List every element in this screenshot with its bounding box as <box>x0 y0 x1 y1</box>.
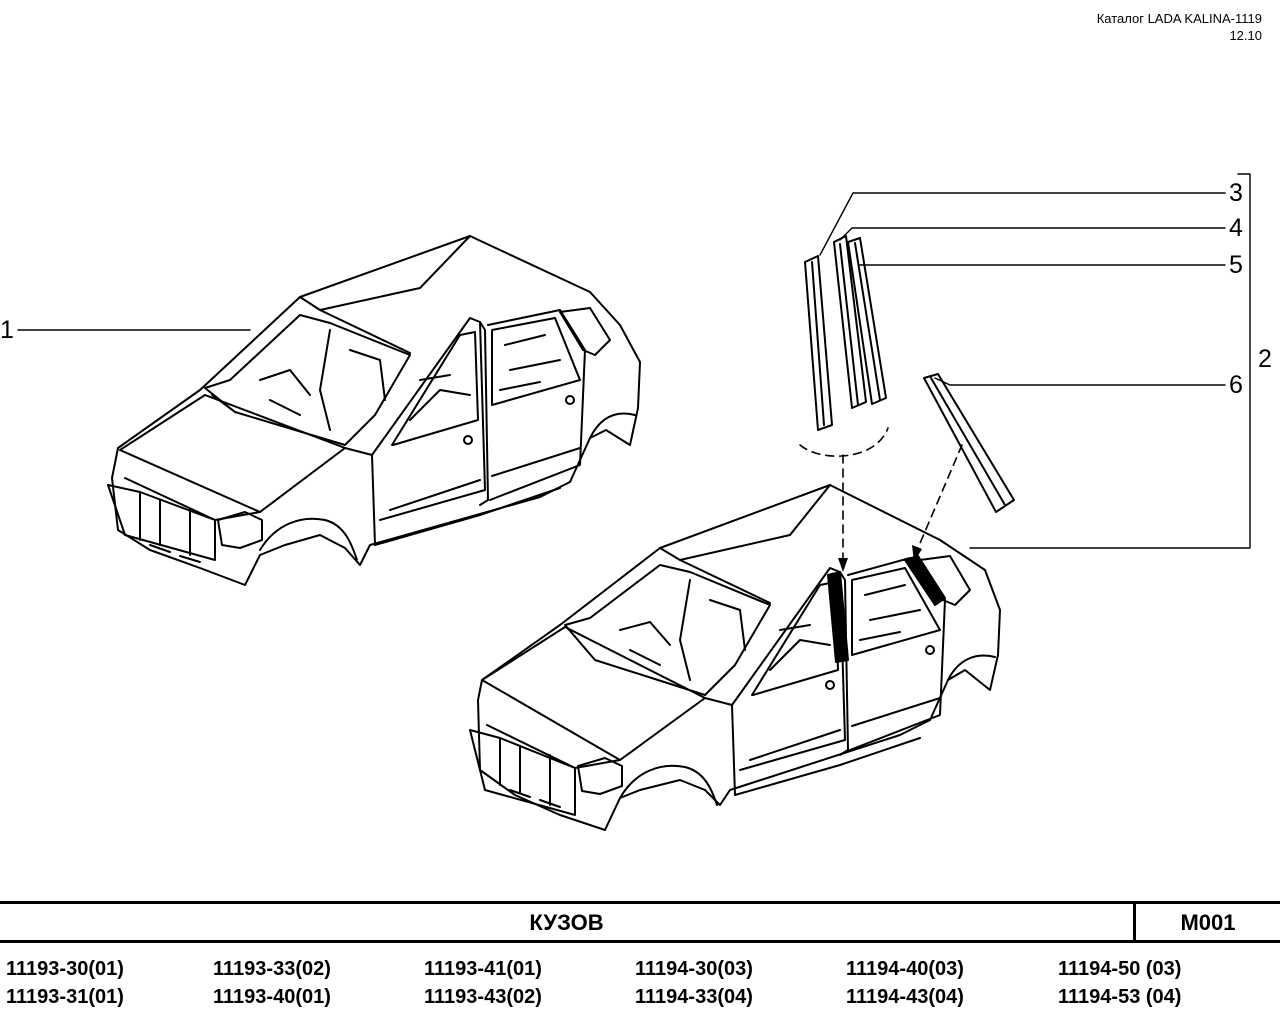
callout-6: 6 <box>1229 371 1243 399</box>
assembly-arrows <box>799 427 963 561</box>
model-code: 11194-53 (04) <box>1058 986 1182 1008</box>
catalog-title: Каталог LADA KALINA-1119 <box>1096 11 1262 26</box>
section-title: КУЗОВ <box>529 910 604 935</box>
model-code: 11194-30(03) <box>635 958 753 980</box>
model-column-1: 11193-30(01) 11193-31(01) <box>6 955 124 1011</box>
callout-4: 4 <box>1229 214 1243 242</box>
body-illustration <box>17 173 1251 831</box>
model-code: 11194-40(03) <box>846 958 964 980</box>
callout-5: 5 <box>1229 251 1243 279</box>
catalog-edition: 12.10 <box>1229 28 1262 43</box>
callout-1: 1 <box>0 316 14 344</box>
model-code: 11194-50 (03) <box>1058 958 1182 980</box>
leader-lines <box>17 173 1251 549</box>
model-column-3: 11193-41(01) 11193-43(02) <box>424 955 542 1011</box>
model-column-2: 11193-33(02) 11193-40(01) <box>213 955 331 1011</box>
section-code: M001 <box>1180 910 1236 935</box>
catalog-header: Каталог LADA KALINA-1119 12.10 <box>1097 10 1262 44</box>
model-code: 11193-33(02) <box>213 958 331 980</box>
car-body-2-drawing <box>469 484 1001 831</box>
model-column-6: 11194-50 (03) 11194-53 (04) <box>1058 955 1181 1011</box>
model-code: 11194-43(04) <box>846 986 964 1008</box>
model-codes: 11193-30(01) 11193-31(01) 11193-33(02) 1… <box>0 955 1280 1015</box>
section-title-band: КУЗОВ M001 <box>0 901 1280 943</box>
model-code: 11194-33(04) <box>635 986 753 1008</box>
callout-2: 2 <box>1258 345 1272 373</box>
model-code: 11193-31(01) <box>6 986 124 1008</box>
callout-3: 3 <box>1229 179 1243 207</box>
model-code: 11193-40(01) <box>213 986 331 1008</box>
model-code: 11193-30(01) <box>6 958 124 980</box>
model-column-5: 11194-40(03) 11194-43(04) <box>846 955 964 1011</box>
arrow-heads <box>838 545 922 572</box>
title-divider <box>1133 904 1136 940</box>
trim-pieces-drawing <box>804 235 1015 513</box>
model-code: 11193-43(02) <box>424 986 542 1008</box>
model-column-4: 11194-30(03) 11194-33(04) <box>635 955 753 1011</box>
model-code: 11193-41(01) <box>424 958 542 980</box>
car-body-1-drawing <box>107 235 641 586</box>
